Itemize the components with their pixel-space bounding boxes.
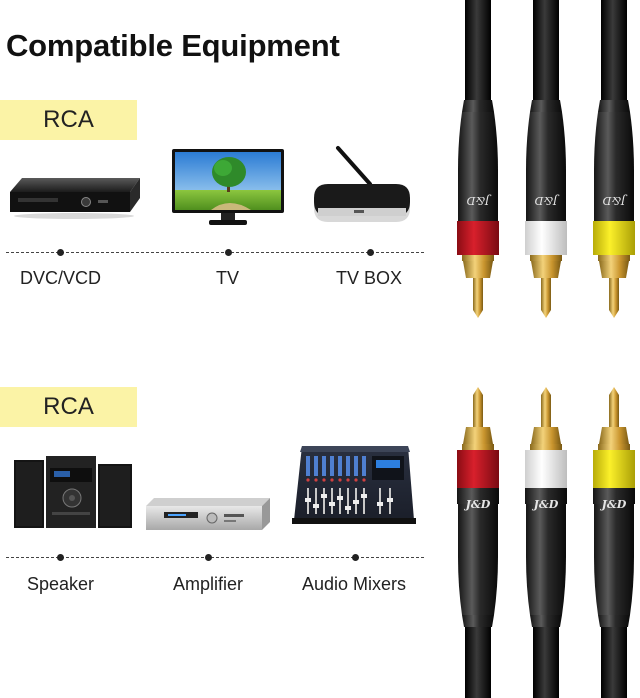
tv-icon — [172, 149, 284, 225]
rca-label-top: RCA — [0, 100, 137, 140]
speaker-system-icon — [14, 456, 132, 528]
audio-mixer-icon — [292, 446, 416, 524]
divider-line-top — [6, 252, 424, 253]
rca-label-bottom: RCA — [0, 387, 137, 427]
amplifier-icon — [146, 498, 270, 530]
brand-mark: J&D — [464, 498, 491, 511]
device-label-tv: TV — [216, 268, 240, 288]
dvd-player-icon — [10, 178, 140, 219]
brand-mark: J&D — [534, 194, 559, 207]
divider-dot — [205, 554, 212, 561]
device-label-audio-mixers: Audio Mixers — [302, 574, 407, 594]
device-label-tv-box: TV BOX — [336, 268, 403, 288]
device-label-speaker: Speaker — [27, 574, 95, 594]
tv-box-icon — [314, 146, 410, 222]
page-title: Compatible Equipment — [6, 28, 340, 63]
brand-mark: J&D — [602, 194, 627, 207]
device-label-amplifier: Amplifier — [173, 574, 244, 594]
divider-dot — [57, 554, 64, 561]
divider-dot — [352, 554, 359, 561]
brand-mark: J&D — [532, 498, 559, 511]
brand-mark: J&D — [600, 498, 627, 511]
divider-dot — [57, 249, 64, 256]
brand-mark: J&D — [466, 194, 491, 207]
device-label-dvd: DVC/VCD — [20, 268, 102, 288]
divider-dot — [367, 249, 374, 256]
divider-line-bottom — [6, 557, 424, 558]
rca-cables-illustration: J&D J&D J&D J&D J&D J&D — [457, 0, 635, 698]
divider-dot — [225, 249, 232, 256]
